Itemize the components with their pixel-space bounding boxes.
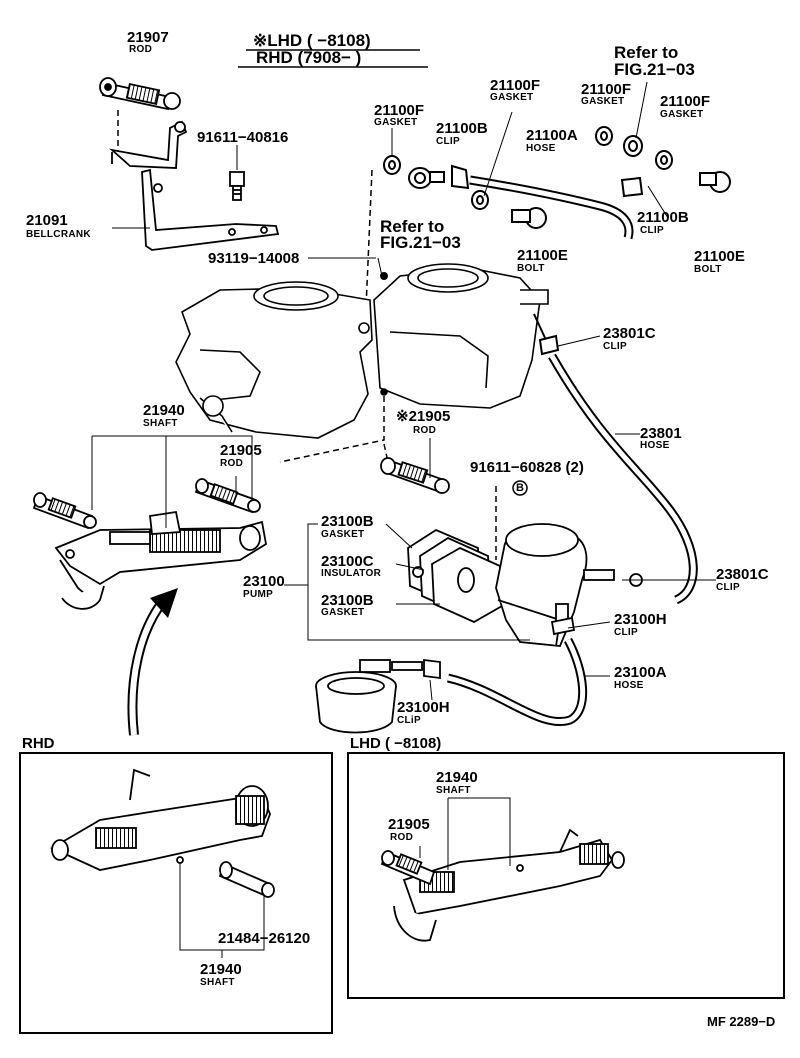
- label-23100a-name: HOSE: [614, 680, 644, 691]
- label-93119: 93119−14008: [208, 250, 300, 267]
- lhd-panel-title: LHD ( −8108): [350, 735, 442, 752]
- label-23100-name: PUMP: [243, 589, 274, 600]
- label-23801c-b: 23801C: [716, 566, 769, 583]
- lhd-panel-frame: [347, 752, 785, 999]
- label-21100b-b: 21100B: [637, 209, 689, 226]
- figure-code: MF 2289−D: [707, 1014, 776, 1029]
- label-21091: 21091: [26, 212, 68, 229]
- label-21100f-c-name: GASKET: [581, 96, 625, 107]
- label-23801: 23801: [640, 425, 682, 442]
- label-23100b-a: 23100B: [321, 513, 374, 530]
- rod-21905-left-part: [32, 478, 261, 530]
- bellcrank-21091-part: [109, 120, 280, 251]
- label-21907: 21907: [127, 29, 169, 46]
- label-21905-star-name: ROD: [413, 425, 437, 436]
- label-21907-name: ROD: [129, 44, 153, 55]
- ref-mid-line1: Refer to: [380, 217, 445, 236]
- label-23100c-name: INSULATOR: [321, 568, 382, 579]
- fuel-pump-23100-part: [407, 523, 643, 647]
- label-21100f-c: 21100F: [581, 81, 632, 98]
- shaft-21940-part: [54, 510, 267, 610]
- label-91611-40816: 91611−40816: [197, 129, 289, 146]
- label-21100b-a: 21100B: [436, 120, 488, 137]
- carburetor-body: [175, 263, 549, 439]
- label-23100h-b: 23100H: [397, 699, 450, 716]
- rod-21905-part: [380, 457, 450, 494]
- label-21100b-a-name: CLIP: [436, 136, 460, 147]
- label-21100f-d-name: GASKET: [660, 109, 704, 120]
- label-23100h-a-name: CLIP: [614, 627, 638, 638]
- lhd-rod-no: 21905: [388, 816, 430, 833]
- label-21091-name: BELLCRANK: [26, 229, 91, 240]
- label-23100h-b-name: CLiP: [397, 715, 421, 726]
- lhd-rod-name: ROD: [390, 832, 414, 843]
- ref-mid-line2: FIG.21−03: [380, 233, 461, 252]
- label-23100a: 23100A: [614, 664, 667, 681]
- label-21100e-a-name: BOLT: [517, 263, 545, 274]
- rhd-part-21484: 21484−26120: [218, 930, 311, 947]
- label-21905-main-name: ROD: [220, 458, 244, 469]
- rhd-panel-frame: [19, 752, 333, 1034]
- label-21940-main-name: SHAFT: [143, 418, 178, 429]
- label-21940-main: 21940: [143, 402, 185, 419]
- label-21100e-a: 21100E: [517, 247, 568, 264]
- view-arrow: [125, 588, 178, 736]
- label-21100e-b: 21100E: [694, 248, 745, 265]
- bolt-91611-40816-part: [229, 171, 245, 201]
- label-21905-main: 21905: [220, 442, 262, 459]
- label-23801c-a: 23801C: [603, 325, 656, 342]
- fuel-fittings-top: [383, 126, 731, 240]
- ref-top-line2: FIG.21−03: [614, 60, 695, 79]
- label-21100a-name: HOSE: [526, 143, 556, 154]
- rhd-panel-title: RHD: [22, 735, 55, 752]
- label-23100b-a-name: GASKET: [321, 529, 365, 540]
- label-21100f-d: 21100F: [660, 93, 711, 110]
- label-21100f-a: 21100F: [374, 102, 425, 119]
- rhd-part-21940: 21940: [200, 961, 242, 978]
- rod-21907-part: [99, 77, 181, 111]
- rhd-shaft-part: [50, 768, 275, 898]
- hose-23100a-part: [446, 637, 588, 727]
- label-21905-star: ※21905: [396, 408, 451, 425]
- lhd-shaft-name: SHAFT: [436, 785, 471, 796]
- label-23801c-b-name: CLIP: [716, 582, 740, 593]
- ref-top-line1: Refer to: [614, 43, 679, 62]
- label-23100h-a: 23100H: [614, 611, 667, 628]
- label-23801c-a-name: CLIP: [603, 341, 627, 352]
- label-23100c: 23100C: [321, 553, 374, 570]
- marker-b: B: [516, 482, 525, 494]
- label-21100f-a-name: GASKET: [374, 117, 418, 128]
- hose-23801-part: [533, 313, 698, 605]
- label-23801-name: HOSE: [640, 440, 670, 451]
- fuel-filter-part: [315, 658, 441, 734]
- header-rhd: RHD (7908− ): [256, 48, 362, 67]
- label-23100b-b-name: GASKET: [321, 607, 365, 618]
- lhd-shaft-part: [380, 828, 625, 942]
- label-21100b-b-name: CLIP: [640, 225, 664, 236]
- label-21100a: 21100A: [526, 127, 578, 144]
- label-21100f-b: 21100F: [490, 77, 541, 94]
- label-21100e-b-name: BOLT: [694, 264, 722, 275]
- label-91611-60828: 91611−60828 (2): [470, 459, 584, 476]
- header-lhd: ※LHD ( −8108): [253, 31, 371, 50]
- label-23100: 23100: [243, 573, 285, 590]
- lhd-shaft-no: 21940: [436, 769, 478, 786]
- label-21100f-b-name: GASKET: [490, 92, 534, 103]
- rhd-part-21940-name: SHAFT: [200, 977, 235, 988]
- label-23100b-b: 23100B: [321, 592, 374, 609]
